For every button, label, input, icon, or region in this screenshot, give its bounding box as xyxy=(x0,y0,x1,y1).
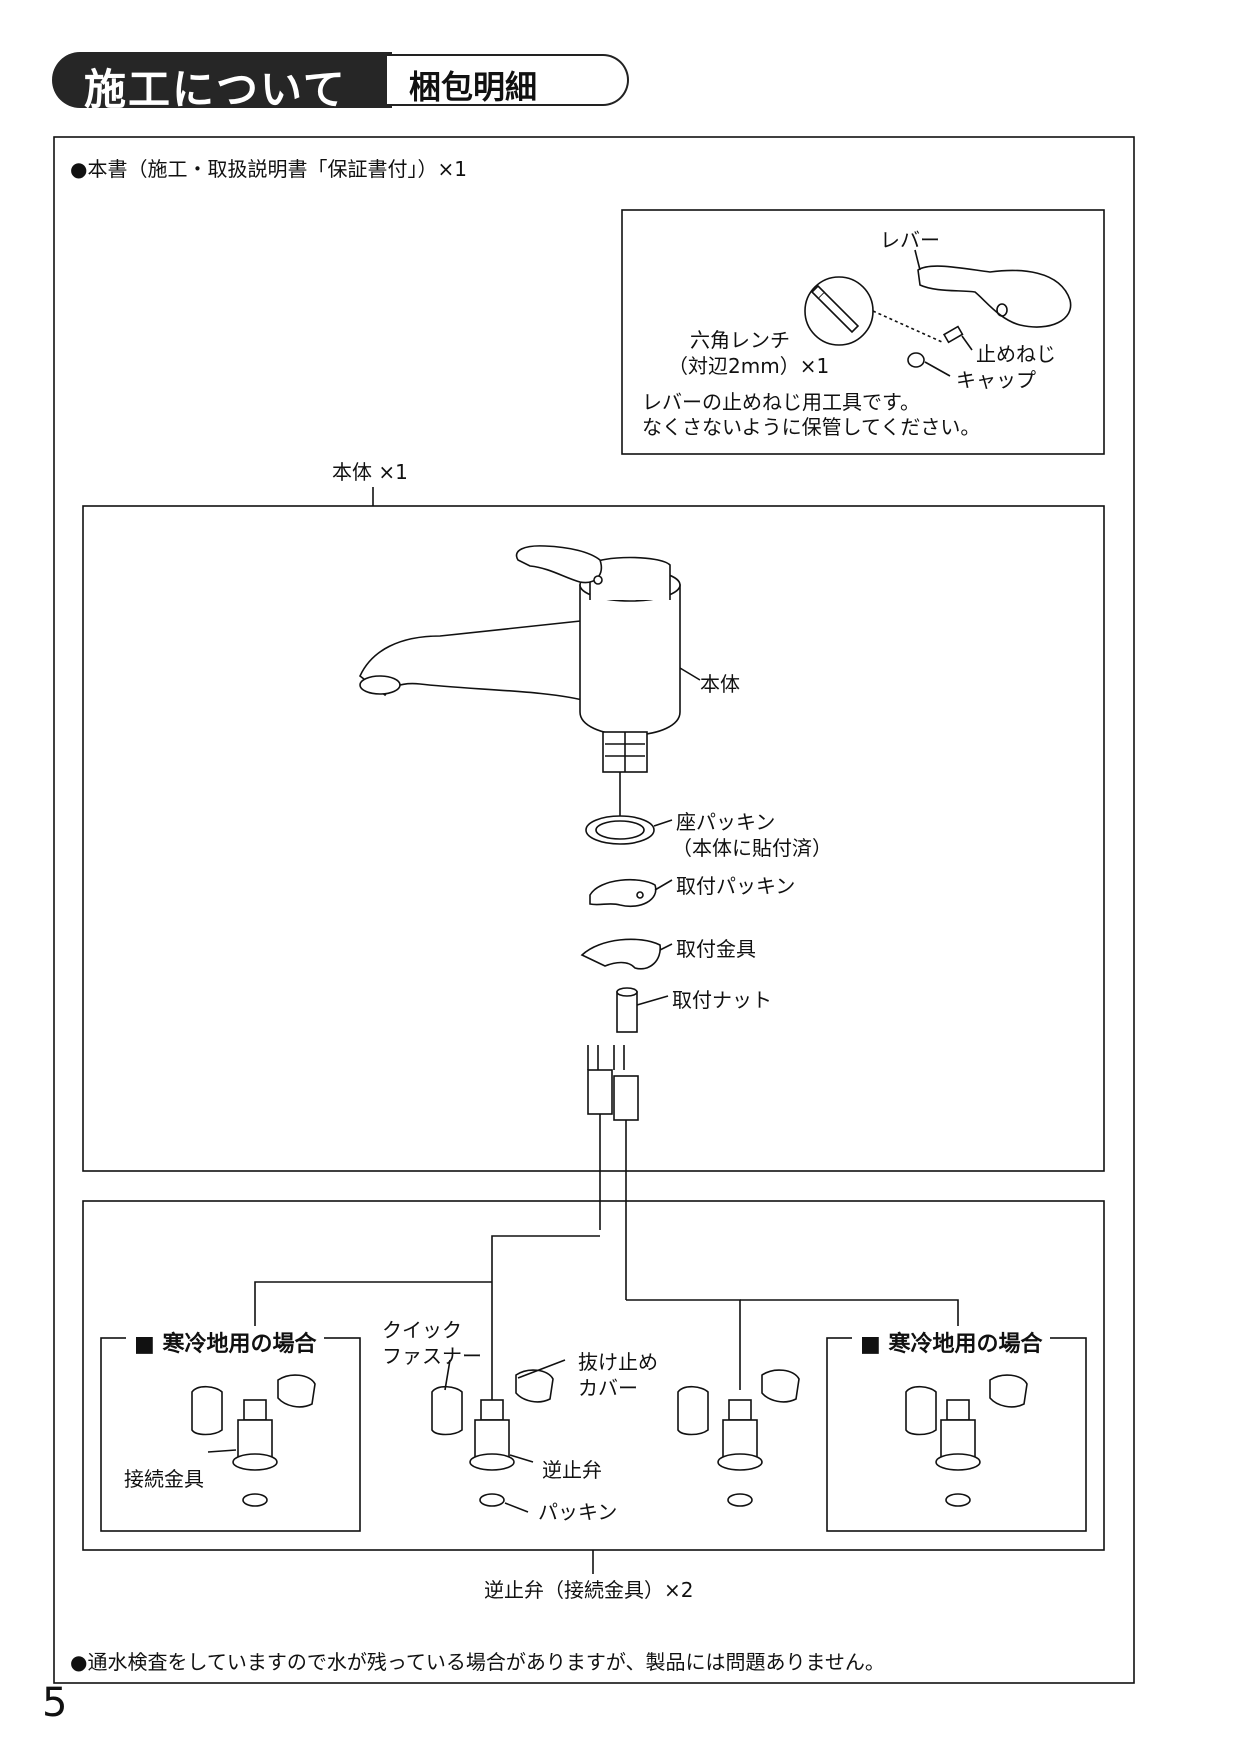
tool-box-frame xyxy=(621,209,1105,455)
mount-packing-label: 取付パッキン xyxy=(676,874,796,898)
tool-note-line1: レバーの止めねじ用工具です。 xyxy=(642,390,920,414)
set-screw-illustration xyxy=(942,325,973,351)
header-title-pill xyxy=(52,52,392,108)
valve-set-2 xyxy=(431,1359,566,1513)
cap-illustration xyxy=(907,352,951,377)
cold-region-label-right: ■ 寒冷地用の場合 xyxy=(852,1326,1051,1358)
valve-box-caption: 逆止弁（接続金具）×2 xyxy=(484,1578,694,1602)
wrench-dashed-leader xyxy=(872,310,943,343)
valve-set-1 xyxy=(191,1374,316,1507)
manual-note: ●本書（施工・取扱説明書「保証書付」）×1 xyxy=(70,157,467,181)
mount-bracket-label: 取付金具 xyxy=(676,937,756,961)
screw-label: 止めねじ xyxy=(976,342,1056,366)
retaining-cover-label-line2: カバー xyxy=(578,1376,638,1400)
valve-set-3 xyxy=(677,1369,800,1507)
lever-illustration xyxy=(914,249,1072,328)
lever-label: レバー xyxy=(880,228,940,252)
tool-note-line2: なくさないように保管してください。 xyxy=(642,415,981,439)
wrench-label-line1: 六角レンチ xyxy=(690,328,790,352)
faucet-illustration xyxy=(359,545,701,773)
body-box-title: 本体 ×1 xyxy=(332,460,408,484)
check-valve-label: 逆止弁 xyxy=(542,1458,602,1482)
seat-packing-label-line2: （本体に貼付済） xyxy=(672,836,832,860)
valve-set-4 xyxy=(905,1374,1028,1507)
header-title: 施工について xyxy=(84,65,347,114)
body-box-frame xyxy=(82,505,1105,1172)
page-number: 5 xyxy=(42,1680,68,1726)
header-subtitle-box: 梱包明細 xyxy=(387,54,629,106)
lever-leader xyxy=(914,249,921,271)
mount-bracket-illustration xyxy=(580,938,673,970)
body-label: 本体 xyxy=(700,672,740,696)
quick-fastener-label-line2: ファスナー xyxy=(382,1344,482,1368)
water-note: ●通水検査をしていますので水が残っている場合がありますが、製品には問題ありません… xyxy=(70,1650,885,1674)
connector-lines xyxy=(254,1235,959,1445)
quick-fastener-label-line1: クイック xyxy=(382,1318,462,1342)
wrench-label-line2: （対辺2mm）×1 xyxy=(668,354,830,378)
outer-frame xyxy=(53,136,1135,1684)
cap-label: キャップ xyxy=(956,368,1036,392)
retaining-cover-label-line1: 抜け止め xyxy=(578,1350,658,1374)
cold-box-left-frame xyxy=(100,1337,361,1532)
seat-packing-illustration xyxy=(585,772,673,845)
connector-label: 接続金具 xyxy=(124,1467,204,1491)
cold-region-label-left: ■ 寒冷地用の場合 xyxy=(126,1326,325,1358)
hose-ends-illustration xyxy=(587,1045,639,1300)
header-subtitle: 梱包明細 xyxy=(409,68,538,106)
mount-nut-label: 取付ナット xyxy=(672,988,772,1012)
mount-nut-illustration xyxy=(616,987,669,1033)
mount-packing-illustration xyxy=(589,879,673,907)
seat-packing-label-line1: 座パッキン xyxy=(676,810,776,834)
packing-label: パッキン xyxy=(538,1500,618,1524)
hex-wrench-illustration xyxy=(804,276,943,346)
